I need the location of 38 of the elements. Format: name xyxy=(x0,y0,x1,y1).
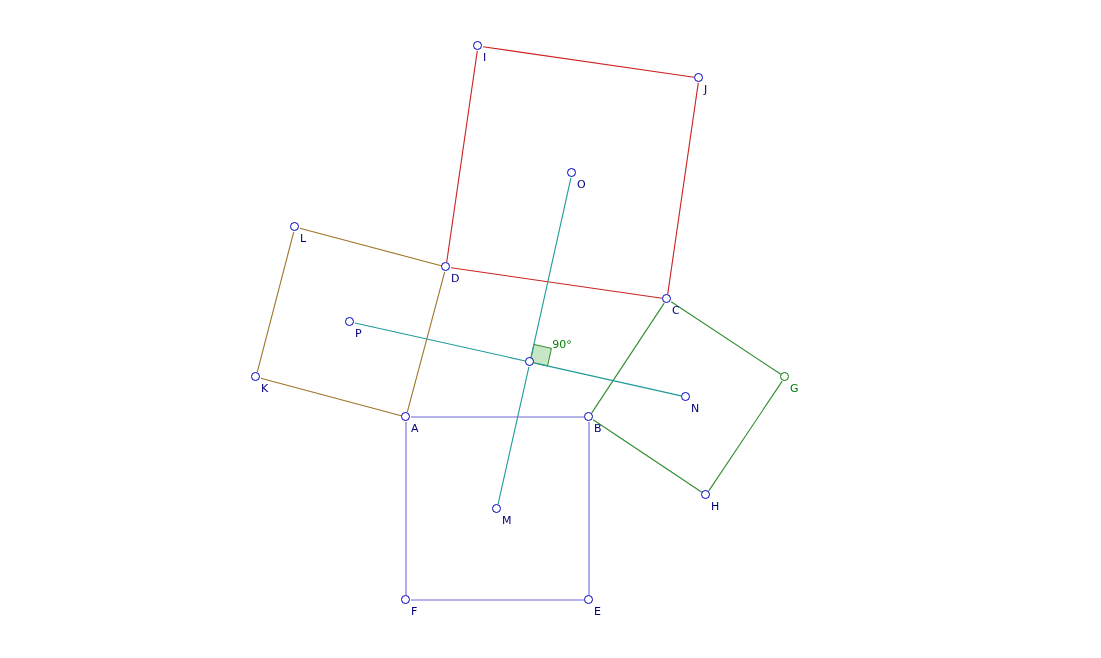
point-label: F xyxy=(411,606,418,617)
point-label: K xyxy=(261,383,269,394)
point-label: O xyxy=(577,179,586,190)
point-label: H xyxy=(711,501,720,512)
point-label: J xyxy=(704,84,708,95)
line-segment xyxy=(708,380,783,492)
point-label: D xyxy=(451,273,460,284)
line-segment xyxy=(260,377,402,417)
line-segment xyxy=(410,599,585,601)
line-segment xyxy=(670,301,782,375)
point-label: M xyxy=(502,515,512,526)
line-segment xyxy=(667,82,699,295)
line-segment xyxy=(591,302,665,414)
line-segment xyxy=(497,366,530,505)
point xyxy=(525,357,534,366)
point-label: E xyxy=(594,606,601,617)
line-segment xyxy=(446,50,478,263)
line-segment xyxy=(405,421,407,596)
line-segment xyxy=(534,362,682,397)
line-segment xyxy=(592,419,703,493)
line-segment xyxy=(256,231,295,373)
point-label: C xyxy=(672,305,680,316)
line-segment xyxy=(482,46,695,78)
point-label: L xyxy=(300,233,307,244)
line-segment xyxy=(354,322,526,362)
line-segment xyxy=(410,416,585,418)
angle-label: 90° xyxy=(552,338,572,350)
line-segment xyxy=(530,177,572,358)
line-segment xyxy=(299,227,442,267)
line-segment xyxy=(450,267,663,299)
point-label: P xyxy=(355,328,362,339)
point-label: B xyxy=(594,423,602,434)
line-segment xyxy=(406,271,446,413)
point-label: N xyxy=(691,403,700,414)
point-label: I xyxy=(483,52,487,63)
point-label: A xyxy=(411,423,419,434)
point-label: G xyxy=(790,383,799,394)
line-segment xyxy=(588,421,590,596)
